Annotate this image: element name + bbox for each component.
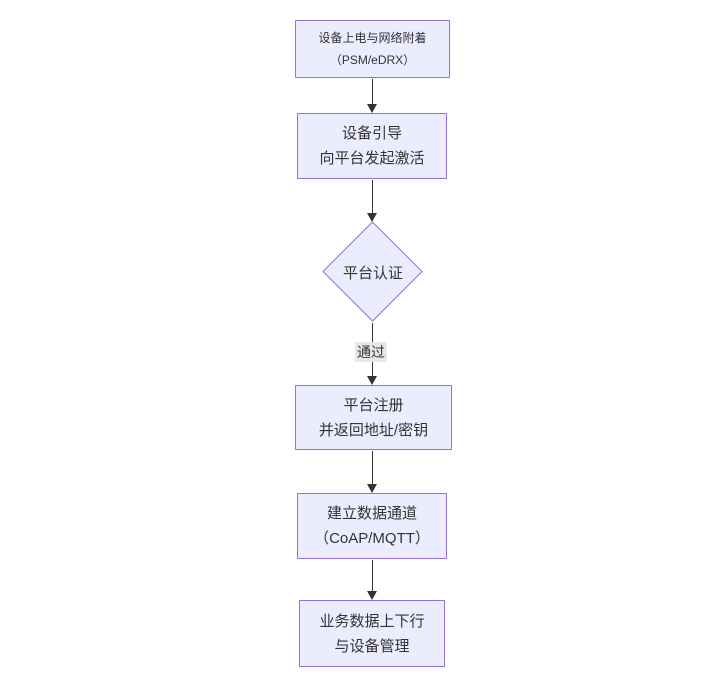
node-text-line: （CoAP/MQTT）	[314, 530, 430, 547]
node-text-line: 并返回地址/密钥	[318, 421, 429, 439]
node-text-line: （PSM/eDRX）	[329, 53, 416, 67]
node-data-channel: 建立数据通道 （CoAP/MQTT）	[297, 493, 447, 559]
edge-line	[372, 79, 373, 105]
arrow-down-icon	[367, 484, 377, 493]
node-text-line: 设备引导	[341, 125, 402, 142]
node-business-data: 业务数据上下行 与设备管理	[299, 600, 445, 667]
arrow-down-icon	[367, 591, 377, 600]
node-text-line: 建立数据通道	[326, 505, 417, 522]
edge-line	[372, 451, 373, 484]
node-device-bootstrap: 设备引导 向平台发起激活	[297, 113, 447, 179]
node-text-line: 平台认证	[342, 264, 403, 282]
node-power-network-attach: 设备上电与网络附着 （PSM/eDRX）	[295, 20, 450, 78]
node-platform-auth: 平台认证	[322, 221, 423, 322]
edge-line	[372, 180, 373, 213]
node-text-line: 与设备管理	[334, 637, 410, 655]
arrow-down-icon	[367, 104, 377, 113]
arrow-down-icon	[367, 213, 377, 222]
node-text-line: 设备上电与网络附着	[318, 31, 427, 45]
arrow-down-icon	[367, 376, 377, 385]
node-text-line: 向平台发起激活	[319, 150, 425, 167]
node-text-line: 平台注册	[343, 396, 404, 414]
edge-line	[372, 560, 373, 591]
node-platform-register: 平台注册 并返回地址/密钥	[295, 385, 452, 450]
node-text-line: 业务数据上下行	[319, 612, 425, 630]
edge-label-pass: 通过	[355, 342, 387, 362]
